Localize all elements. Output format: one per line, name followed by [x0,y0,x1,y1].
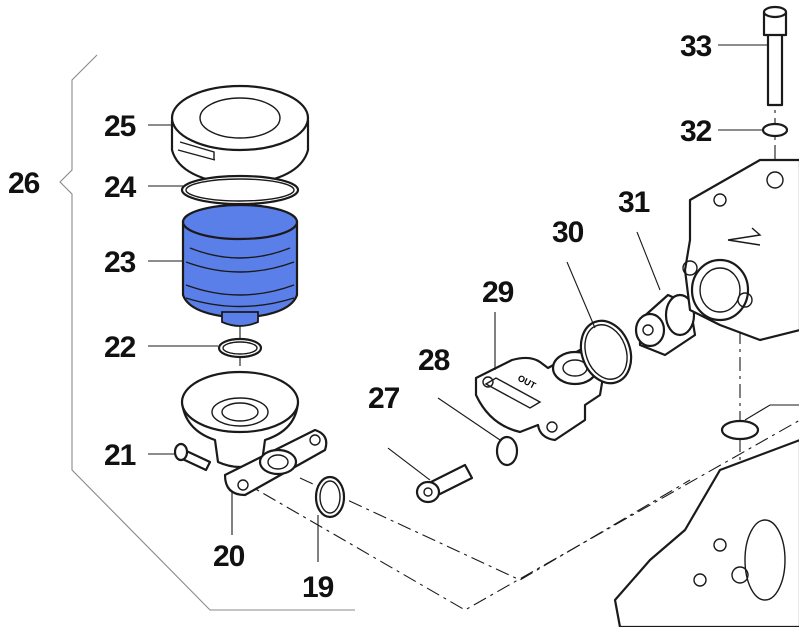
callout-31: 31 [618,186,650,219]
callout-29: 29 [482,276,514,309]
part-20-housing [180,370,328,497]
callout-22: 22 [104,331,136,364]
callout-32: 32 [680,115,712,148]
callout-27: 27 [368,382,400,415]
part-28-washer [495,435,519,467]
callout-19: 19 [302,571,334,604]
part-27-screw [415,463,474,504]
group-bracket-26 [59,54,355,611]
part-23-filter-canister [181,203,299,327]
callout-25: 25 [104,110,136,143]
callout-20: 20 [213,540,245,573]
right-oring [720,419,760,441]
part-21-screw [173,442,212,472]
part-33-bolt [762,5,788,107]
pump-body [613,439,799,627]
part-24-oring [180,174,300,206]
leader-lines [148,44,799,562]
callout-33: 33 [680,30,712,63]
pump-head [682,158,799,342]
part-19-oring [314,475,346,519]
callout-24: 24 [104,171,137,204]
callout-26: 26 [8,167,40,200]
callout-labels: 19 20 21 22 23 24 25 26 27 28 29 30 31 3… [8,30,713,604]
callout-30: 30 [552,216,584,249]
part-30-oring [579,319,633,385]
part-31-valve [634,293,697,357]
part-25-cap [170,84,310,187]
part-29-manifold: OUT [474,347,607,442]
callout-21: 21 [104,439,136,472]
part-32-washer [761,122,789,138]
callout-28: 28 [418,344,450,377]
callout-23: 23 [104,246,136,279]
